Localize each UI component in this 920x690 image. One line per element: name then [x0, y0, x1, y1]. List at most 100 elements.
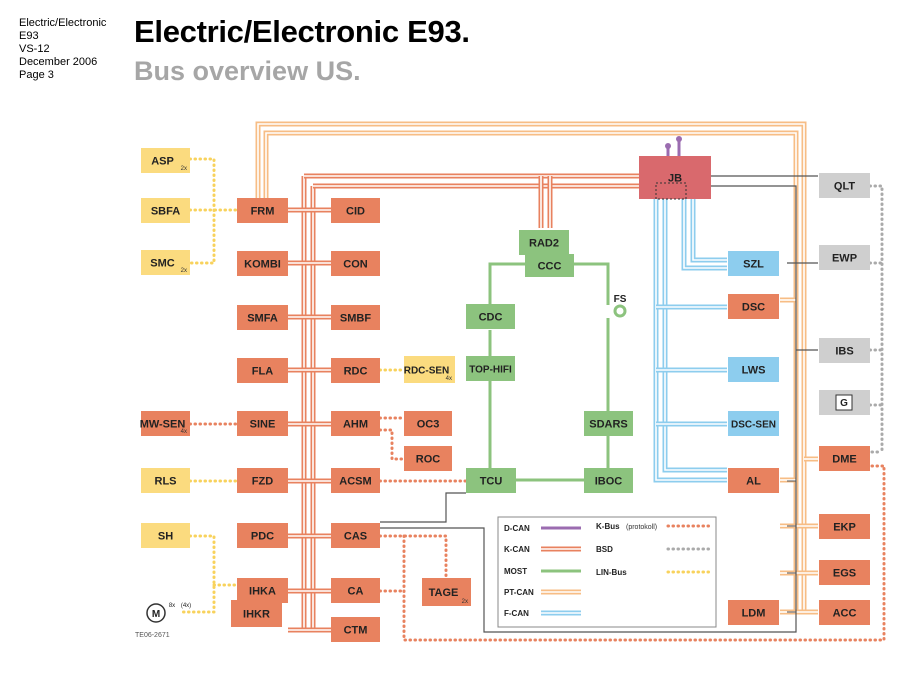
legend-item-kbus: K-Bus(protokoll) — [596, 522, 713, 531]
most-ring-a — [488, 262, 526, 317]
unit-oc3: OC3 — [404, 411, 452, 436]
unit-label: CTM — [344, 625, 368, 637]
unit-lws: LWS — [728, 357, 779, 382]
unit-smfa: SMFA — [237, 305, 288, 330]
legend-item-most: MOST — [504, 567, 581, 576]
unit-label: IBOC — [595, 476, 623, 488]
meta-line: December 2006 — [19, 56, 98, 68]
unit-ca: CA — [331, 578, 380, 603]
unit-box — [331, 578, 380, 603]
unit-box — [466, 304, 515, 329]
unit-cdc: CDC — [466, 304, 515, 329]
jb-gateway-outline — [655, 182, 687, 200]
unit-smbf: SMBF — [331, 305, 380, 330]
unit-ccc: CCC — [525, 254, 574, 277]
unit-ihka: IHKA — [237, 578, 288, 603]
k-bus-cas-tage — [378, 534, 448, 580]
unit-szl: SZL — [728, 251, 779, 276]
f-can-1-gap — [655, 198, 727, 481]
unit-label: SDARS — [589, 419, 628, 431]
unit-box — [141, 250, 190, 275]
unit-qlt: QLT — [819, 173, 870, 198]
motor-icon-circle — [146, 603, 166, 623]
wire-cas-jb — [380, 185, 797, 633]
unit-label: SMC — [150, 258, 175, 270]
k-bus-long — [402, 464, 886, 642]
unit-sdars: SDARS — [584, 411, 633, 436]
motor-icon: M — [146, 603, 166, 623]
unit-label: FZD — [252, 476, 273, 488]
unit-label: IHKA — [249, 586, 276, 598]
unit-frm: FRM — [237, 198, 288, 223]
d-can-pin — [676, 136, 682, 142]
unit-al: AL — [728, 468, 779, 493]
unit-label: AL — [746, 476, 761, 488]
legend-item-kcan: K-CAN — [504, 545, 581, 554]
unit-box — [331, 411, 380, 436]
unit-label: TOP-HIFI — [469, 365, 512, 376]
bus-wires — [178, 121, 886, 642]
unit-box — [331, 468, 380, 493]
unit-ahm: AHM — [331, 411, 380, 436]
unit-label: SZL — [743, 259, 764, 271]
wire-cas-tcu — [380, 492, 466, 523]
unit-box — [404, 446, 452, 471]
unit-box — [819, 560, 870, 585]
unit-box — [728, 357, 779, 382]
unit-box — [231, 600, 282, 627]
legend-label: D-CAN — [504, 524, 530, 533]
unit-label: EWP — [832, 253, 857, 265]
unit-label: LWS — [742, 365, 766, 377]
page-title: Electric/Electronic E93. — [134, 14, 470, 49]
unit-label: KOMBI — [244, 259, 281, 271]
unit-label: SMBF — [340, 313, 371, 325]
unit-label: SINE — [250, 419, 276, 431]
unit-label: CID — [346, 206, 365, 218]
unit-box — [141, 198, 190, 223]
unit-box — [728, 468, 779, 493]
lin-sh-motor — [178, 534, 216, 614]
legend-note: (protokoll) — [626, 524, 657, 531]
meta-line: VS-12 — [19, 43, 50, 55]
unit-tophifi: TOP-HIFI — [466, 356, 515, 381]
unit-label: TCU — [480, 476, 503, 488]
legend-label: F-CAN — [504, 609, 529, 618]
unit-dscsen: DSC-SEN — [728, 411, 779, 436]
unit-box — [819, 446, 870, 471]
unit-label: RDC-SEN — [404, 366, 450, 377]
legend-item-fcan: F-CAN — [504, 609, 581, 618]
unit-dsc: DSC — [728, 294, 779, 319]
unit-label: RLS — [155, 476, 177, 488]
unit-sh: SH — [141, 523, 190, 548]
unit-box — [237, 411, 288, 436]
unit-gen: G — [819, 390, 870, 415]
generator-icon-glyph: G — [840, 398, 848, 409]
unit-pdc: PDC — [237, 523, 288, 548]
unit-label: CDC — [479, 312, 503, 324]
unit-box — [331, 305, 380, 330]
unit-dme: DME — [819, 446, 870, 471]
unit-fla: FLA — [237, 358, 288, 383]
unit-label: ACC — [833, 608, 857, 620]
meta-line: Electric/Electronic — [19, 17, 107, 29]
label-motor-8x: 8x — [169, 603, 175, 609]
unit-box — [331, 617, 380, 642]
unit-box — [519, 230, 569, 255]
unit-box — [237, 198, 288, 223]
legend-label: K-CAN — [504, 545, 530, 554]
unit-label: OC3 — [417, 419, 440, 431]
unit-label: DSC — [742, 302, 765, 314]
unit-label: CAS — [344, 531, 367, 543]
unit-jb: JB — [639, 156, 711, 200]
unit-label: MW-SEN — [140, 419, 186, 431]
unit-label: QLT — [834, 181, 855, 193]
unit-rad2: RAD2 — [519, 230, 569, 255]
motor-icon-glyph: M — [152, 609, 160, 620]
meta-line: E93 — [19, 30, 39, 42]
unit-box — [237, 358, 288, 383]
